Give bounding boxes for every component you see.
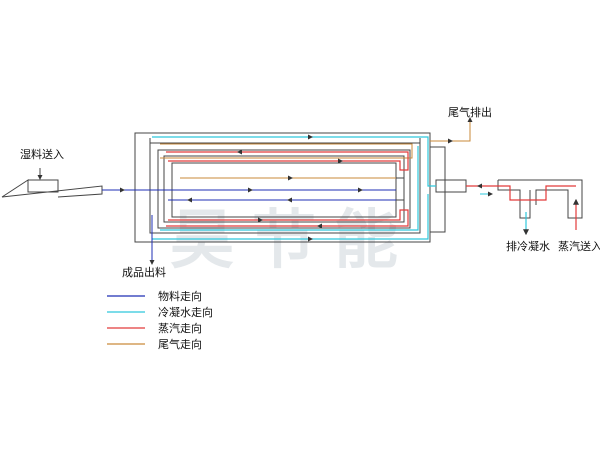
exhaust-line-top	[160, 143, 413, 159]
feed-conveyor	[1, 168, 103, 198]
legend-label-condensate: 冷凝水走向	[158, 305, 213, 319]
condensate-outer-line	[160, 146, 419, 231]
steam-upper-loop	[166, 151, 409, 171]
steam-manifold	[497, 179, 583, 219]
flow-arrows	[112, 134, 493, 265]
steam-path	[166, 151, 579, 230]
wet-feed-label: 湿料送入	[20, 147, 64, 161]
exhaust-path	[160, 117, 473, 179]
steam-in-label: 蒸汽送入	[558, 239, 600, 253]
dryer-body	[134, 132, 467, 243]
legend-label-material: 物料走向	[158, 289, 202, 303]
exhaust-out-label: 尾气排出	[448, 105, 492, 119]
steam-feed-line	[466, 185, 576, 201]
condensate-out-label: 排冷凝水	[506, 239, 550, 253]
product-out-label: 成品出料	[122, 265, 166, 279]
legend-label-exhaust: 尾气走向	[158, 337, 202, 351]
condensate-upper-line	[152, 136, 436, 187]
legend-label-steam: 蒸汽走向	[158, 321, 202, 335]
condensate-path	[152, 136, 529, 240]
steam-lower-loop	[166, 209, 409, 227]
legend: 物料走向 冷凝水走向 蒸汽走向 尾气走向	[107, 289, 213, 351]
condensate-lower-line	[152, 194, 429, 240]
exhaust-line-out	[430, 120, 471, 142]
watermark-text: 昊节能	[170, 204, 416, 278]
